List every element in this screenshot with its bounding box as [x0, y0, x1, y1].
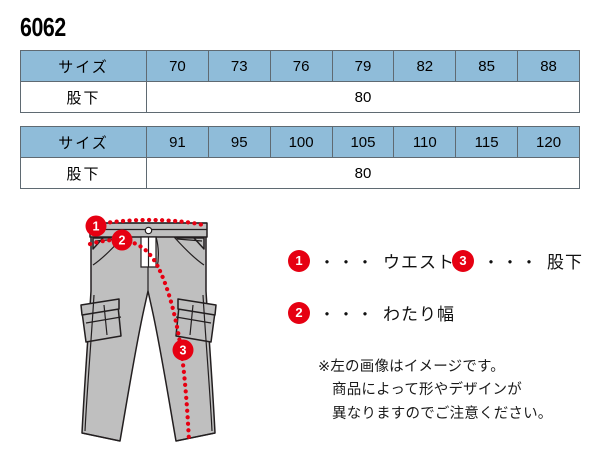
size-header-cell: 70: [146, 50, 209, 82]
marker-3: 3: [172, 339, 194, 361]
legend-label-waist: ウエスト: [383, 253, 456, 273]
svg-text:1: 1: [93, 220, 100, 234]
legend-dots: ・・・: [319, 306, 377, 324]
size-header-cell: 73: [207, 50, 271, 82]
size-header-cell: 79: [331, 50, 395, 82]
page-title: 6062: [20, 12, 66, 42]
pants-body: [80, 222, 217, 442]
row-label-inseam: 股下: [20, 157, 147, 189]
size-header-cell: 120: [517, 126, 580, 158]
inseam-measure-line: [157, 268, 192, 444]
waist-measure-line: [88, 217, 210, 229]
note-line-3: 異なりますのでご注意ください。: [332, 405, 553, 422]
size-header-cell: 95: [207, 126, 271, 158]
measurement-lines: [87, 217, 210, 444]
legend-badge-1: 1: [288, 249, 310, 272]
table-row: 股下 80: [20, 157, 580, 189]
legend-dots: ・・・: [483, 254, 541, 272]
size-header-cell: 85: [455, 50, 519, 82]
legend-dots: ・・・: [319, 254, 377, 272]
table-header-label: サイズ: [20, 50, 147, 82]
legend-item-waist: 1 ・・・ ウエスト: [288, 248, 455, 273]
size-header-cell: 115: [455, 126, 519, 158]
legend-label-thigh: わたり幅: [383, 305, 456, 325]
size-header-cell: 110: [393, 126, 457, 158]
size-header-cell: 100: [269, 126, 333, 158]
legend-item-inseam: 3 ・・・ 股下: [452, 248, 583, 273]
legend-label-inseam: 股下: [547, 253, 584, 273]
svg-text:3: 3: [180, 344, 187, 358]
note-line-1: ※左の画像はイメージです。: [318, 359, 506, 375]
size-header-cell: 88: [517, 50, 580, 82]
size-header-cell: 91: [146, 126, 209, 158]
svg-text:2: 2: [119, 234, 126, 248]
disclaimer-note: ※左の画像はイメージです。 商品によって形やデザインが 異なりますのでご注意くだ…: [318, 356, 553, 426]
table-row: 股下 80: [20, 81, 580, 113]
size-header-cell: 105: [331, 126, 395, 158]
row-label-inseam: 股下: [20, 81, 147, 113]
legend-badge-3: 3: [452, 249, 474, 272]
thigh-measure-line: [87, 237, 163, 274]
size-table-upper: サイズ 70 73 76 79 82 85 88 股下 80: [20, 50, 580, 113]
note-line-2: 商品によって形やデザインが: [332, 382, 522, 399]
legend-badge-2: 2: [288, 301, 310, 324]
table-header-label: サイズ: [20, 126, 147, 158]
size-table-lower: サイズ 91 95 100 105 110 115 120 股下 80: [20, 126, 580, 189]
cargo-pants-diagram: .meas { fill:none; stroke:#e60012; strok…: [80, 215, 217, 444]
legend-item-thigh: 2 ・・・ わたり幅: [288, 300, 455, 325]
size-header-cell: 76: [269, 50, 333, 82]
table-header-row: サイズ 70 73 76 79 82 85 88: [20, 50, 580, 82]
table-header-row: サイズ 91 95 100 105 110 115 120: [20, 126, 580, 158]
marker-1: 1: [85, 215, 107, 237]
row-value-inseam: 80: [146, 81, 580, 113]
size-header-cell: 82: [393, 50, 457, 82]
marker-2: 2: [111, 229, 133, 251]
row-value-inseam: 80: [146, 157, 580, 189]
